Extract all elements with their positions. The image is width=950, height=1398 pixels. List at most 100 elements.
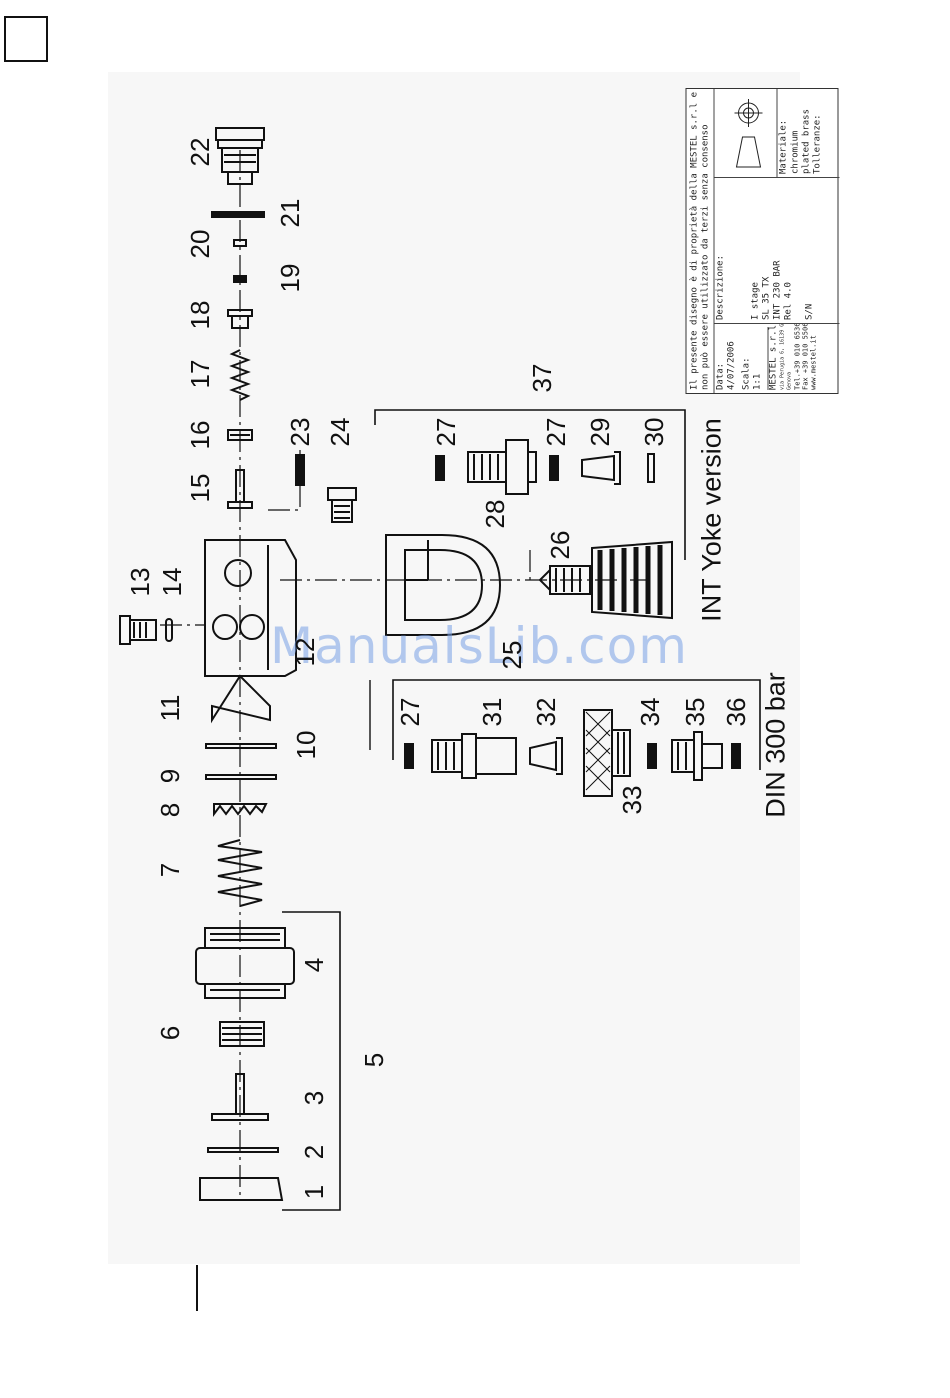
label-part-36: 36	[721, 697, 751, 727]
label-part-30: 30	[639, 417, 669, 447]
bracket-5	[282, 911, 341, 1211]
label-part-29: 29	[585, 417, 615, 447]
description-line-4: Rel 4.0	[783, 282, 793, 320]
part-16-washer	[227, 429, 253, 441]
part-14-oring	[165, 618, 173, 642]
label-part-27-din: 27	[395, 697, 425, 727]
label-part-35: 35	[680, 697, 710, 727]
title-block-material-col: Materiale: chromium plated brass Tollera…	[714, 89, 839, 177]
material-line-1: chromium	[790, 130, 800, 174]
part-28-connector	[467, 439, 537, 495]
label-part-1: 1	[299, 1184, 329, 1200]
label-part-18: 18	[185, 300, 215, 330]
title-block-description-col: Descrizione: I stage SL 35 TX INT 230 BA…	[714, 177, 839, 323]
part-32-filter	[529, 737, 563, 775]
label-part-23: 23	[285, 417, 315, 447]
part-34-oring	[647, 743, 657, 769]
description-line-2: SL 35 TX	[761, 276, 771, 320]
label-part-32: 32	[531, 697, 561, 727]
part-10-disc	[205, 743, 277, 749]
title-block-date-col: Data: 4/07/2006 Scala: 1:1 MESTEL s.r.l …	[714, 323, 839, 393]
material-label: Materiale:	[778, 119, 788, 174]
part-3-stem	[211, 1073, 269, 1121]
company-address-1: via Perugia 6, 16139 Genova	[779, 323, 785, 390]
part-27-oring-din	[404, 743, 414, 769]
label-part-5: 5	[359, 1052, 389, 1068]
title-block-notice-row: Il presente disegno è di proprietà della…	[686, 89, 714, 393]
label-int-yoke-version: INT Yoke version	[696, 418, 727, 622]
part-6-filter	[219, 1021, 265, 1047]
part-12-body	[204, 539, 297, 677]
part-7-spring	[217, 839, 263, 907]
part-1-cap	[199, 1177, 284, 1201]
label-din-300-bar: DIN 300 bar	[760, 672, 791, 818]
part-2-disc	[207, 1147, 279, 1153]
part-31-connector	[431, 733, 517, 779]
notice-line-2: non può essere utilizzato da terzi senza…	[700, 124, 710, 390]
part-11-piston	[211, 674, 271, 724]
description-label: Descrizione:	[715, 254, 725, 320]
label-part-31: 31	[477, 697, 507, 727]
part-27-oring-a	[435, 455, 445, 481]
part-20-ring	[233, 239, 247, 247]
label-part-9: 9	[155, 768, 185, 784]
label-part-14: 14	[157, 567, 187, 597]
company-fax: Fax +39 010 5506622	[801, 323, 809, 390]
part-27-oring-b	[549, 455, 559, 481]
label-part-7: 7	[155, 862, 185, 878]
part-35-plug	[671, 731, 723, 781]
label-part-27-b: 27	[541, 417, 571, 447]
part-22-fitting	[215, 127, 265, 185]
scale-value: 1:1	[752, 373, 762, 390]
label-part-26: 26	[545, 530, 575, 560]
label-part-10: 10	[291, 730, 321, 760]
label-part-28: 28	[480, 499, 510, 529]
title-block-body: Data: 4/07/2006 Scala: 1:1 MESTEL s.r.l …	[714, 89, 839, 393]
projection-symbol-icon	[734, 99, 762, 168]
label-part-17: 17	[185, 359, 215, 389]
description-line-3: INT 230 BAR	[772, 260, 782, 320]
tolerance-label: Tolleranze:	[812, 114, 822, 174]
projection-symbol	[714, 89, 777, 177]
part-36-oring	[731, 743, 741, 769]
part-15-pin	[227, 469, 253, 509]
label-part-24: 24	[325, 417, 355, 447]
label-part-15: 15	[185, 473, 215, 503]
date-label: Data:	[715, 362, 725, 390]
scale-label: Scala:	[741, 357, 751, 390]
company-tel: Tel.+39 010 6536811	[793, 323, 801, 390]
label-part-33: 33	[617, 785, 647, 815]
label-part-11: 11	[155, 694, 185, 722]
label-part-13: 13	[125, 567, 155, 597]
part-23-oring	[295, 454, 305, 486]
company-name: MESTEL s.r.l	[767, 324, 779, 390]
company-web: www.mestel.it	[809, 335, 817, 390]
company-address-2: Genova	[786, 371, 792, 390]
part-17-spring	[229, 349, 251, 401]
label-part-8: 8	[155, 802, 185, 818]
part-8-serrated-washer	[213, 803, 268, 817]
label-part-20: 20	[185, 229, 215, 259]
part-25-yoke	[385, 534, 502, 636]
label-part-25: 25	[497, 640, 527, 670]
page-margin-mark	[196, 1265, 198, 1311]
page-corner-box	[4, 16, 48, 62]
label-part-3: 3	[299, 1090, 329, 1106]
drawing-panel	[108, 72, 800, 1264]
part-24-plug	[327, 487, 357, 523]
material-line-2: plated brass	[801, 108, 811, 174]
part-4-housing	[195, 927, 295, 999]
part-21-oring	[211, 211, 265, 218]
label-part-2: 2	[299, 1144, 329, 1160]
label-part-19: 19	[275, 263, 305, 293]
part-29-filter	[581, 451, 621, 485]
label-part-27-a: 27	[431, 417, 461, 447]
title-block-wrapper: Il presente disegno è di proprietà della…	[685, 88, 839, 394]
part-26-knob	[538, 540, 673, 620]
part-19-ring	[233, 275, 247, 283]
serial-number-label: S/N	[804, 303, 814, 320]
label-part-6: 6	[155, 1025, 185, 1041]
label-part-16: 16	[185, 420, 215, 450]
label-part-4: 4	[299, 957, 329, 973]
